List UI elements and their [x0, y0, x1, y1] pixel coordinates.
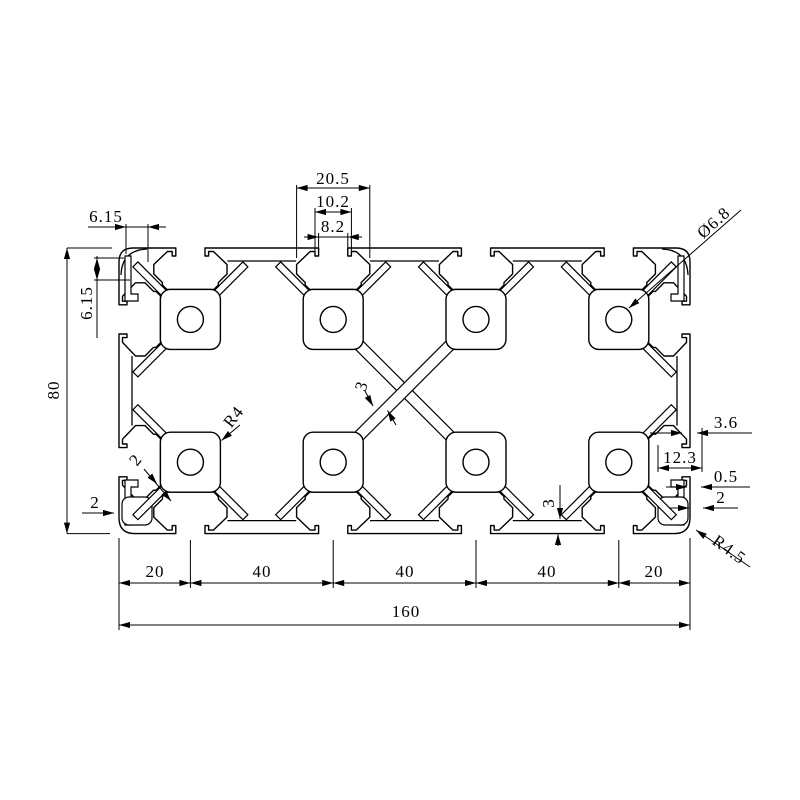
dim-seg-1: 20 — [145, 562, 165, 581]
dim-corner-offset-v: 6.15 — [77, 286, 96, 320]
dim-seg-3: 40 — [395, 562, 415, 581]
dim-profile-height: 80 — [44, 380, 63, 400]
dim-slot-outer-width: 20.5 — [316, 169, 350, 188]
dim-seg-4: 40 — [537, 562, 557, 581]
dim-profile-width: 160 — [391, 602, 421, 621]
dim-right-wall: 2 — [716, 488, 726, 507]
dim-corner-offset-h: 6.15 — [89, 207, 123, 226]
dim-slot-mouth-width: 8.2 — [320, 217, 346, 236]
dim-slot-channel-width: 10.2 — [316, 192, 350, 211]
dim-right-lip-depth: 3.6 — [713, 413, 739, 432]
dim-seg-2: 40 — [252, 562, 272, 581]
dim-bottom-wall: 3 — [539, 498, 558, 508]
dim-right-slot-depth: 12.3 — [663, 448, 697, 467]
dim-bottom-left-wall: 2 — [90, 493, 100, 512]
dim-right-small-lip: 0.5 — [713, 467, 739, 486]
dim-seg-5: 20 — [644, 562, 664, 581]
